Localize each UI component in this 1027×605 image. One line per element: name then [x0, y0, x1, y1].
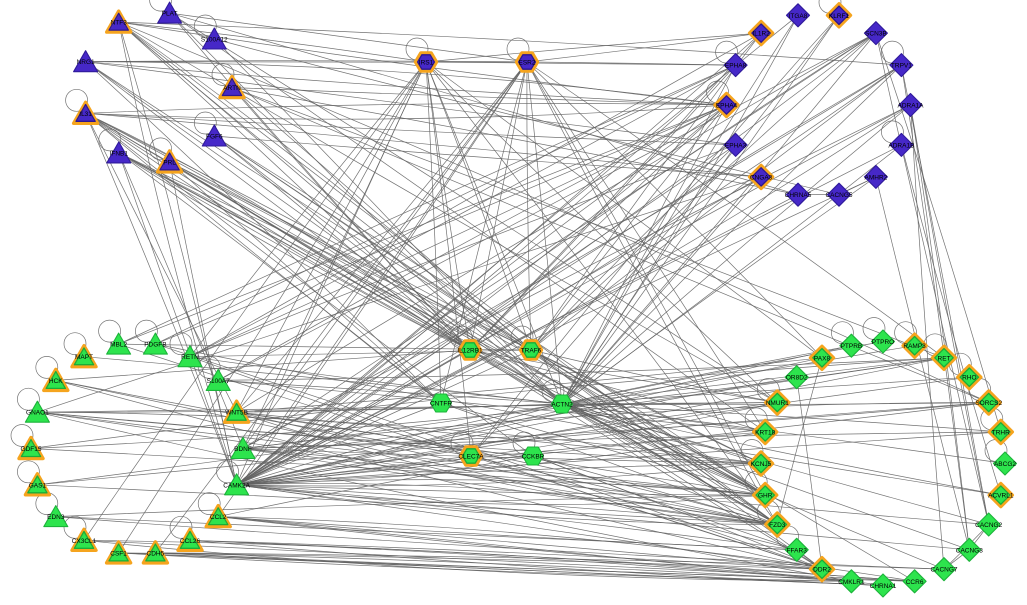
svg-text:FGF6: FGF6	[206, 134, 223, 141]
svg-text:FFAR3: FFAR3	[787, 547, 808, 554]
svg-text:PTPRO: PTPRO	[872, 339, 894, 346]
svg-text:MAPT: MAPT	[75, 354, 93, 361]
svg-text:EPHA4: EPHA4	[716, 103, 738, 110]
svg-text:CNTFR: CNTFR	[430, 401, 452, 408]
svg-text:CCL26: CCL26	[180, 538, 201, 545]
svg-text:SCN3B: SCN3B	[865, 31, 887, 38]
svg-text:RAMP3: RAMP3	[903, 343, 926, 350]
svg-text:NTF3: NTF3	[111, 20, 128, 27]
svg-text:ABCG2: ABCG2	[994, 461, 1016, 468]
svg-text:CMKLR1: CMKLR1	[838, 579, 865, 586]
svg-text:CHRNA1: CHRNA1	[870, 583, 897, 590]
svg-text:EPHA3: EPHA3	[725, 142, 747, 149]
svg-text:S100A12: S100A12	[201, 37, 228, 44]
svg-text:GHR: GHR	[758, 493, 773, 500]
svg-text:EPHA8: EPHA8	[725, 63, 747, 70]
svg-text:RET: RET	[938, 355, 951, 362]
svg-text:CACNG3: CACNG3	[956, 547, 983, 554]
svg-text:PTPRB: PTPRB	[841, 343, 863, 350]
svg-text:CACNG2: CACNG2	[975, 522, 1002, 529]
svg-text:IFNB1: IFNB1	[110, 150, 129, 157]
svg-text:TRHR: TRHR	[992, 429, 1010, 436]
svg-text:ACTN2: ACTN2	[551, 402, 573, 409]
svg-text:CACNG5: CACNG5	[825, 192, 852, 199]
svg-text:CAMK2A: CAMK2A	[223, 482, 250, 489]
svg-text:NMUR1: NMUR1	[766, 400, 789, 407]
svg-text:MBL2: MBL2	[110, 342, 127, 349]
svg-text:KCNJ5: KCNJ5	[751, 461, 772, 468]
svg-text:GNAO1: GNAO1	[26, 410, 49, 417]
svg-text:GAS1: GAS1	[29, 482, 47, 489]
svg-text:EDN3: EDN3	[47, 514, 65, 521]
svg-text:OR8D2: OR8D2	[786, 375, 808, 382]
svg-text:AMHR2: AMHR2	[865, 174, 888, 181]
svg-text:TRPV1: TRPV1	[891, 63, 912, 70]
svg-text:HCK: HCK	[49, 378, 63, 385]
svg-text:ITGA8: ITGA8	[789, 13, 808, 20]
svg-text:ARTN: ARTN	[223, 85, 241, 92]
svg-text:DDR2: DDR2	[813, 567, 831, 574]
svg-text:IRS1: IRS1	[419, 60, 434, 67]
svg-text:PRL: PRL	[163, 159, 176, 166]
svg-text:CX3CL1: CX3CL1	[72, 538, 97, 545]
svg-text:PDGFB: PDGFB	[144, 342, 166, 349]
svg-text:RETN: RETN	[181, 354, 199, 361]
svg-text:IL12RB1: IL12RB1	[457, 348, 483, 355]
svg-text:ADRA1A: ADRA1A	[897, 103, 924, 110]
svg-text:CACNG7: CACNG7	[930, 567, 957, 574]
svg-text:RHO: RHO	[962, 375, 976, 382]
svg-text:CCL2: CCL2	[210, 514, 227, 521]
svg-text:TRAF6: TRAF6	[521, 348, 542, 355]
svg-text:GDF15: GDF15	[21, 446, 42, 453]
svg-text:CCKBR: CCKBR	[522, 454, 545, 461]
svg-text:IL1R2: IL1R2	[752, 31, 770, 38]
svg-text:CHRNA5: CHRNA5	[785, 192, 812, 199]
svg-text:ACVRL1: ACVRL1	[988, 493, 1014, 500]
svg-text:CCR6: CCR6	[906, 579, 924, 586]
svg-text:S100A7: S100A7	[207, 378, 231, 385]
svg-text:ESR2: ESR2	[519, 60, 536, 67]
svg-text:PAX8: PAX8	[814, 355, 831, 362]
svg-text:PLAT: PLAT	[162, 11, 178, 18]
svg-text:CDH5: CDH5	[147, 550, 165, 557]
svg-text:WNT5B: WNT5B	[225, 410, 248, 417]
svg-text:IL31: IL31	[79, 111, 92, 118]
svg-text:CNGA3: CNGA3	[750, 174, 773, 181]
svg-text:ADRA1B: ADRA1B	[888, 142, 914, 149]
svg-text:FZD3: FZD3	[769, 522, 786, 529]
svg-text:NRG1: NRG1	[77, 59, 95, 66]
svg-text:KRT18: KRT18	[755, 429, 775, 436]
svg-text:KLRF1: KLRF1	[829, 13, 850, 20]
svg-text:SORCS2: SORCS2	[975, 400, 1002, 407]
svg-text:BDNF: BDNF	[234, 446, 252, 453]
svg-text:CSF1: CSF1	[110, 550, 127, 557]
svg-text:CLEC7A: CLEC7A	[458, 454, 484, 461]
